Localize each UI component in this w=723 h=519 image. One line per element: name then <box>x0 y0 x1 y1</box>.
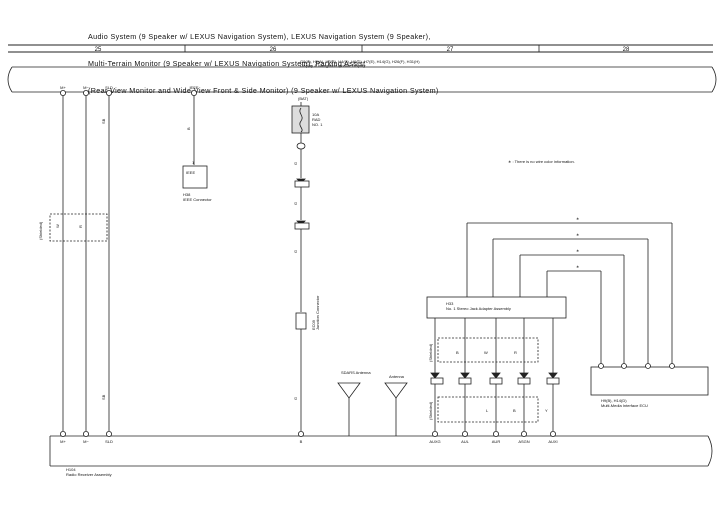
display-pins: M+ M− SLD IEEE <box>60 85 199 97</box>
wire-color-ecu-1: ∗ <box>576 216 579 221</box>
radio-pin-mminus: M− <box>83 439 89 444</box>
section-26: 26 <box>270 47 277 53</box>
radio-pin-asgn: ASGN <box>518 439 529 444</box>
wire-color-sld: SB <box>101 118 106 124</box>
wire-color-bat-1: G <box>293 162 298 165</box>
wire-color-bat-4: G <box>293 397 298 400</box>
antennas: SDARS Antenna Antenna <box>337 370 408 436</box>
radio-pin-mplus: M+ <box>60 439 66 444</box>
junction-name: Junction Connector <box>315 295 320 330</box>
display-name: Display & Navigation Module Display <box>300 63 365 68</box>
radio-code: H104 <box>66 467 76 472</box>
pin-label-sld: SLD <box>105 85 113 90</box>
radio-pin-b: B <box>300 439 303 444</box>
wire-color-auxi: Y <box>545 408 548 413</box>
sdars-antenna-label: SDARS Antenna <box>341 370 371 375</box>
wire-color-aul-lower: L <box>486 408 489 413</box>
wire-color-ieee: B <box>186 127 191 130</box>
radio-pin-sld: SLD <box>105 439 113 444</box>
radio-pin-aul: AUL <box>461 439 470 444</box>
wire-color-note: ∗ : There is no wire color information. <box>508 159 575 164</box>
wire-color-ecu-2: ∗ <box>576 232 579 237</box>
shielded-label-upper: (Shielded) <box>428 343 433 362</box>
shielded-label-lower: (Shielded) <box>428 401 433 420</box>
section-27: 27 <box>447 47 454 53</box>
pin-label-ieee: IEEE <box>189 85 198 90</box>
wire-color-bat-3: G <box>293 250 298 253</box>
title-line-1: Audio System (9 Speaker w/ LEXUS Navigat… <box>88 32 431 41</box>
wire-color-bat-2: G <box>293 202 298 205</box>
fuse-number: NO. 1 <box>312 122 323 127</box>
wire-color-aur-lower: B <box>513 408 516 413</box>
battery-feed: (BAT) 10A RAD NO. 1 G G G EC09 Junction … <box>291 96 323 431</box>
ieee-pin: 1 <box>192 160 195 165</box>
radio-pin-auxi: AUXI <box>548 439 557 444</box>
title-line-2: Multi-Terrain Monitor (9 Speaker w/ LEXU… <box>88 59 366 68</box>
radio-receiver-box: H104 Radio Receiver Assembly M+ M− SLD B… <box>49 430 713 477</box>
stereo-jack-code: H33 <box>446 301 454 306</box>
radio-pin-aur: AUR <box>492 439 501 444</box>
display-codes: G9(A), H2(A), H3(B), H4(C), H6(D), H7(E)… <box>300 59 420 64</box>
multimedia-interface-ecu: H9(B), H14(D) Multi-Media Interface ECU <box>590 363 709 408</box>
title-line-3: (Rear View Monitor and Wide-View Front &… <box>88 86 439 95</box>
section-25: 25 <box>95 47 102 53</box>
pin-label-mplus: M+ <box>60 85 66 90</box>
wires-left: SB SB B W R <box>55 96 195 431</box>
stereo-jack-name: No. 1 Stereo Jack Adapter Assembly <box>446 306 511 311</box>
shielded-label-left: (Shielded) <box>38 221 43 240</box>
ieee-box-label: IEEE <box>186 170 195 175</box>
ieee-connector: 1 IEEE H38 IEEE Connector <box>182 160 212 202</box>
mm-ecu-name: Multi-Media Interface ECU <box>601 403 648 408</box>
wire-color-sld-lower: SB <box>101 394 106 400</box>
pin-label-mminus: M− <box>83 85 89 90</box>
junction-code: EC09 <box>311 319 316 330</box>
wire-color-mminus: R <box>78 225 83 228</box>
antenna-label: Antenna <box>389 374 405 379</box>
radio-name: Radio Receiver Assembly <box>66 472 112 477</box>
section-28: 28 <box>623 47 630 53</box>
stereo-jack-adapter: H33 No. 1 Stereo Jack Adapter Assembly ∗… <box>426 216 673 431</box>
radio-pin-auxg: AUXG <box>429 439 440 444</box>
fuse-rating: 10A <box>312 112 319 117</box>
diagram-title: Audio System (9 Speaker w/ LEXUS Navigat… <box>88 14 439 104</box>
ieee-code: H38 <box>183 192 191 197</box>
wire-color-auxg: B <box>456 350 459 355</box>
ieee-name: IEEE Connector <box>183 197 212 202</box>
shielded-box-left: (Shielded) <box>38 213 108 242</box>
wire-color-mplus: W <box>55 224 60 228</box>
wire-color-aul: W <box>484 350 488 355</box>
batt-label: (BAT) <box>298 96 309 101</box>
mm-ecu-code: H9(B), H14(D) <box>601 398 627 403</box>
fuse-name: RAD <box>312 117 321 122</box>
wire-color-aur: R <box>514 350 517 355</box>
section-bar: 25 26 27 28 <box>8 44 713 53</box>
wire-color-ecu-4: ∗ <box>576 264 579 269</box>
wire-color-ecu-3: ∗ <box>576 248 579 253</box>
display-module-box: G9(A), H2(A), H3(B), H4(C), H6(D), H7(E)… <box>7 59 717 93</box>
